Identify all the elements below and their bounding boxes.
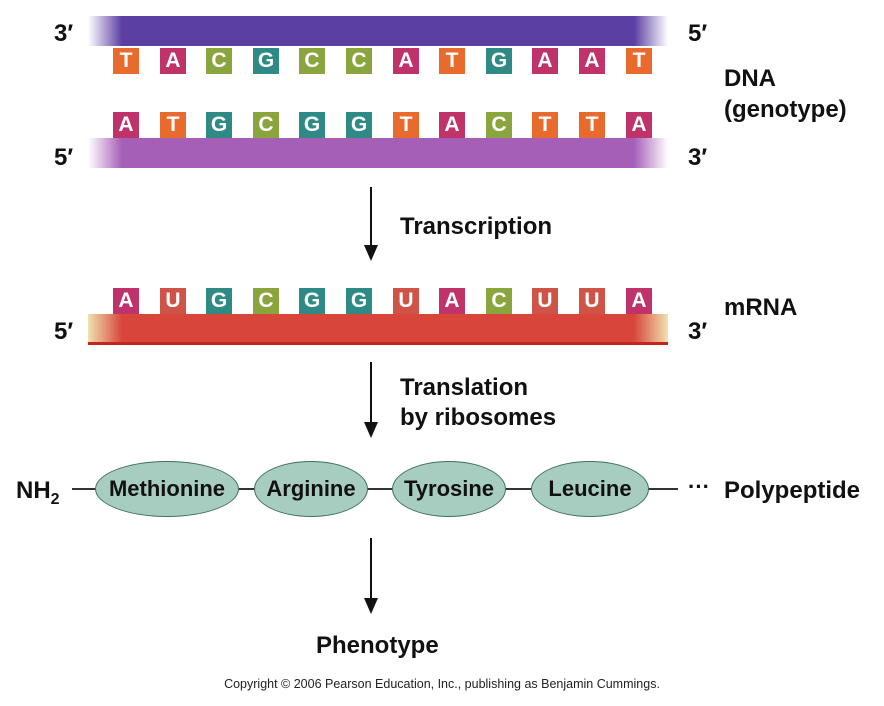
dna-bottom-base: A [626,112,652,138]
dna-top-left-end: 3′ [54,20,74,47]
n-terminus-text: NH [16,477,51,504]
phenotype-label: Phenotype [316,632,439,659]
n-terminus-subscript: 2 [50,490,60,508]
dna-bottom-right-end: 3′ [688,144,708,171]
dna-bottom-base: G [299,112,325,138]
dna-bottom-base: C [486,112,512,138]
translation-label: Translation [400,374,529,401]
mrna-base: G [346,288,372,314]
amino-acid-leucine: Leucine [531,461,649,517]
n-terminus-label: NH2 [16,479,60,508]
amino-acid-tyrosine: Tyrosine [392,461,506,517]
dna-top-right-end: 5′ [688,20,708,47]
peptide-bond-line [72,488,678,490]
amino-acid-arginine: Arginine [254,461,368,517]
translation-by-ribosomes-label: by ribosomes [400,404,557,431]
dna-top-base: A [532,48,558,74]
translation-arrow-shaft [370,362,372,422]
dna-label: DNA [724,65,776,92]
polypeptide-label: Polypeptide [724,477,861,504]
dna-top-base: A [393,48,419,74]
mrna-base: U [532,288,558,314]
dna-bottom-base: T [579,112,605,138]
translation-arrow-head [364,422,378,438]
transcription-arrow-shaft [370,187,372,245]
mrna-base: G [299,288,325,314]
mrna-base: C [486,288,512,314]
mrna-base: A [113,288,139,314]
mrna-base: U [579,288,605,314]
dna-top-base: G [253,48,279,74]
phenotype-arrow-head [364,598,378,614]
dna-bottom-strand [88,138,668,168]
copyright-notice: Copyright © 2006 Pearson Education, Inc.… [224,677,660,691]
transcription-label: Transcription [400,213,553,240]
mrna-base: U [160,288,186,314]
dna-bottom-base: T [160,112,186,138]
mrna-base: A [626,288,652,314]
dna-top-base: C [299,48,325,74]
dna-top-base: A [579,48,605,74]
phenotype-arrow-shaft [370,538,372,598]
dna-bottom-base: G [206,112,232,138]
transcription-arrow-head [364,245,378,261]
mrna-right-end: 3′ [688,318,708,345]
mrna-strand [88,314,668,345]
mrna-base: G [206,288,232,314]
dna-top-strand [88,16,668,46]
mrna-base: U [393,288,419,314]
mrna-label: mRNA [724,294,798,321]
dna-genotype-label: (genotype) [724,96,847,123]
dna-bottom-base: A [113,112,139,138]
mrna-base: A [439,288,465,314]
dna-bottom-base: A [439,112,465,138]
dna-top-base: C [346,48,372,74]
mrna-left-end: 5′ [54,318,74,345]
dna-top-base: G [486,48,512,74]
chain-ellipsis: ··· [688,474,710,499]
dna-bottom-left-end: 5′ [54,144,74,171]
dna-top-base: T [113,48,139,74]
dna-top-base: T [626,48,652,74]
mrna-base: C [253,288,279,314]
dna-top-base: C [206,48,232,74]
dna-bottom-base: G [346,112,372,138]
dna-bottom-base: T [532,112,558,138]
amino-acid-methionine: Methionine [95,461,239,517]
dna-bottom-base: C [253,112,279,138]
dna-top-base: T [439,48,465,74]
dna-bottom-base: T [393,112,419,138]
dna-top-base: A [160,48,186,74]
